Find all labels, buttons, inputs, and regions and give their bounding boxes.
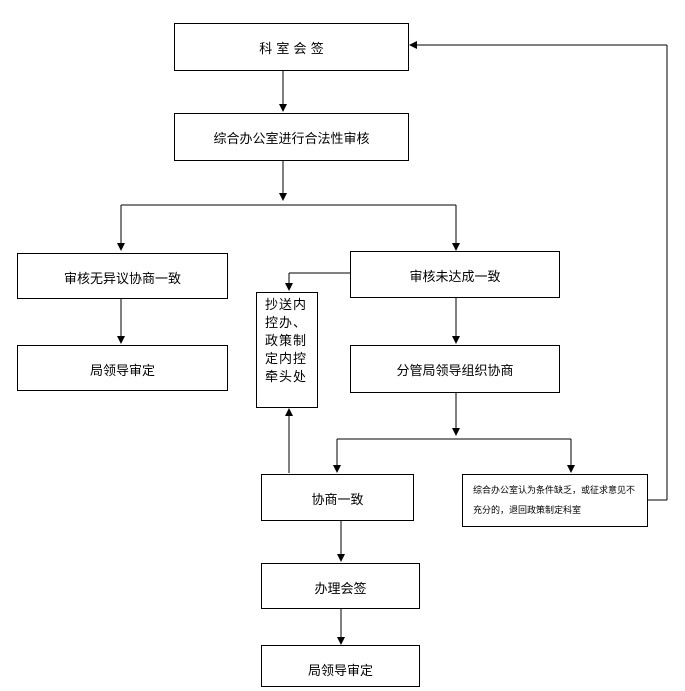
arrow-head [117, 336, 125, 344]
node-review-no-objection: 审核无异议协商一致 [17, 253, 228, 299]
arrow-head [452, 428, 460, 436]
node-countersign: 办理会签 [261, 563, 420, 609]
arrow-head [117, 243, 125, 251]
node-label: 综合办公室进行合法性审核 [213, 132, 370, 147]
node-cc-internal-control: 抄送内控办、政策制定内控牵头处 [256, 292, 318, 408]
arrow-head [452, 243, 460, 251]
node-label: 审核未达成一致 [409, 270, 501, 285]
node-keshi-huiqian: 科 室 会 签 [174, 23, 409, 71]
node-leader-approval-2: 局领导审定 [261, 645, 420, 687]
arrow-head [333, 465, 341, 473]
node-label: 分管局领导组织协商 [396, 364, 514, 379]
node-return-note: 综合办公室认为条件缺乏，或征求意见不充分的，退回政策制定科室 [462, 474, 648, 527]
node-agreed: 协商一致 [261, 474, 414, 521]
node-leader-approval-1: 局领导审定 [17, 345, 228, 391]
node-label: 协商一致 [311, 493, 364, 508]
node-label: 科 室 会 签 [259, 42, 324, 57]
node-label: 局领导审定 [307, 664, 373, 679]
arrow-head [452, 336, 460, 344]
arrow-head [285, 408, 293, 416]
arrow-head [279, 104, 287, 112]
node-leader-coordination: 分管局领导组织协商 [350, 345, 560, 393]
arrow-head [337, 637, 345, 645]
node-label: 抄送内控办、政策制定内控牵头处 [265, 298, 308, 385]
node-review-not-agreed: 审核未达成一致 [350, 251, 560, 298]
arrow-head [279, 193, 287, 201]
arrow-head [285, 283, 293, 291]
arrow-head [409, 41, 417, 49]
node-label: 审核无异议协商一致 [63, 272, 181, 287]
node-label: 综合办公室认为条件缺乏，或征求意见不充分的，退回政策制定科室 [473, 486, 636, 516]
node-label: 局领导审定 [89, 364, 155, 379]
node-legality-review: 综合办公室进行合法性审核 [174, 113, 409, 161]
arrow-head [567, 465, 575, 473]
node-label: 办理会签 [314, 582, 367, 597]
arrow-head [337, 554, 345, 562]
